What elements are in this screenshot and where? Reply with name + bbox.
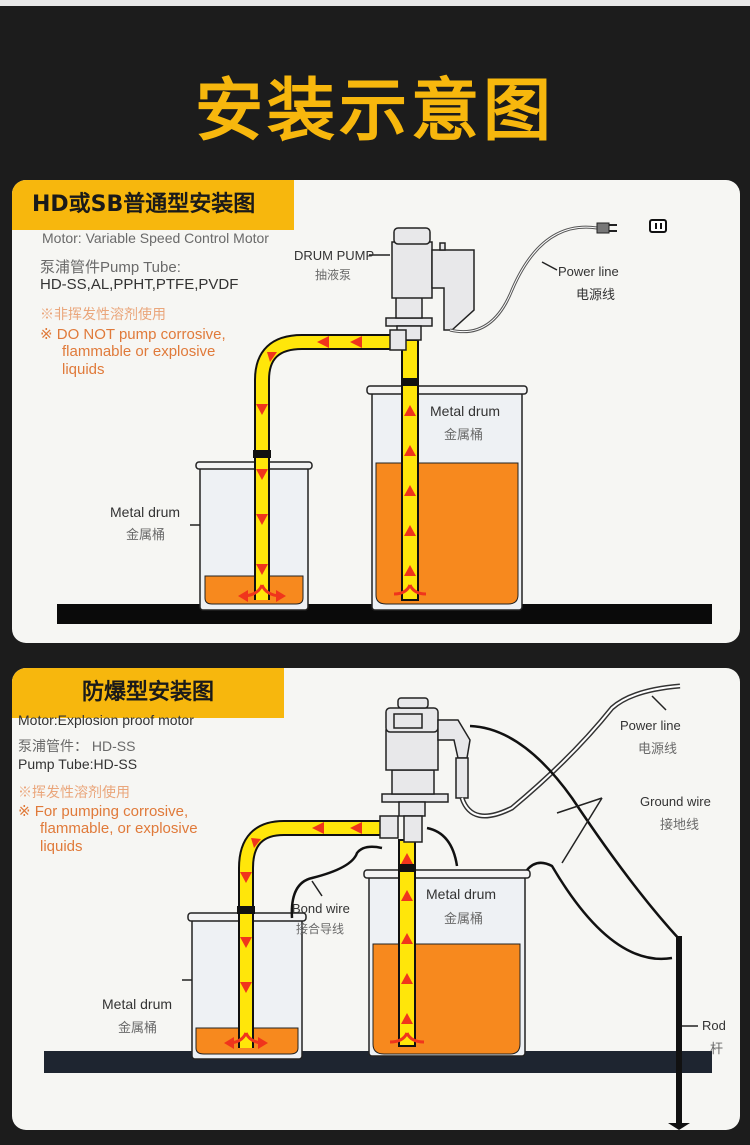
rod-label: Rod <box>702 1018 726 1033</box>
top-border <box>0 0 750 6</box>
power-line-label-cn: 电源线 <box>638 741 678 756</box>
big-drum-label: Metal drum <box>430 403 501 419</box>
power-line-label: Power line <box>558 264 619 279</box>
power-line-label: Power line <box>620 718 681 733</box>
ground-wire <box>469 724 681 941</box>
warning-en-line1: ※ For pumping corrosive, <box>18 803 189 820</box>
power-line-label-cn: 电源线 <box>576 287 616 302</box>
panel-tag: HD或SB普通型安装图 <box>12 180 294 230</box>
bond-wire <box>290 845 383 919</box>
drum-pump-label: DRUM PUMP <box>294 248 375 263</box>
warning-en-line2: flammable, or explosive <box>40 820 198 837</box>
warning-en-line1: ※ DO NOT pump corrosive, <box>40 326 226 343</box>
flow-arrow-icon <box>240 822 413 1024</box>
bond-wire-label-cn: 接合导线 <box>296 922 345 936</box>
tube-label: 泵浦管件Pump Tube: <box>40 259 181 276</box>
tube-materials: Pump Tube:HD-SS <box>18 756 138 772</box>
motor-spec: Motor:Explosion proof motor <box>18 712 194 728</box>
panel-tag: 防爆型安装图 <box>12 668 284 718</box>
drum-pump-shape <box>385 227 475 351</box>
warning-en-line2: flammable or explosive <box>62 343 216 360</box>
warning-cn: ※非挥发性溶剂使用 <box>40 306 166 322</box>
ground-wire-label: Ground wire <box>640 794 711 809</box>
big-drum-label-cn: 金属桶 <box>444 427 484 442</box>
explosion-proof-install-panel: 防爆型安装图 Motor:Explosion proof motor 泵浦管件：… <box>12 668 740 1130</box>
explosion-proof-pump-shape <box>379 697 471 843</box>
big-drum-label: Metal drum <box>426 886 497 902</box>
standard-install-diagram <box>57 219 712 624</box>
plug-icon <box>596 222 617 234</box>
explosion-proof-install-diagram <box>44 683 712 1130</box>
ground-rod <box>676 936 682 1126</box>
warning-en-line3: liquids <box>40 838 83 855</box>
small-drum-label-cn: 金属桶 <box>118 1020 158 1035</box>
small-drum-label: Metal drum <box>102 996 173 1012</box>
small-drum-label: Metal drum <box>110 504 181 520</box>
big-drum-label-cn: 金属桶 <box>444 911 484 926</box>
rod-label-cn: 杆 <box>710 1041 724 1056</box>
page-title: 安装示意图 <box>194 72 555 151</box>
drum-pump-label-cn: 抽液泵 <box>315 268 352 282</box>
small-drum-label-cn: 金属桶 <box>126 527 166 542</box>
warning-cn: ※挥发性溶剂使用 <box>18 784 130 800</box>
warning-en-line3: liquids <box>62 361 105 378</box>
tube-label: 泵浦管件： HD-SS <box>18 738 136 754</box>
ground-wire-label-cn: 接地线 <box>660 817 700 832</box>
tube-materials: HD-SS,AL,PPHT,PTFE,PVDF <box>40 276 239 293</box>
motor-spec: Motor: Variable Speed Control Motor <box>42 230 269 246</box>
flow-arrow-icon <box>256 336 416 576</box>
bond-wire-label: Bond wire <box>292 901 350 916</box>
socket-icon <box>649 219 667 233</box>
ground-wire-2 <box>526 861 673 961</box>
standard-install-panel: HD或SB普通型安装图 Motor: Variable Speed Contro… <box>12 180 740 643</box>
big-drum-shape <box>366 385 528 611</box>
